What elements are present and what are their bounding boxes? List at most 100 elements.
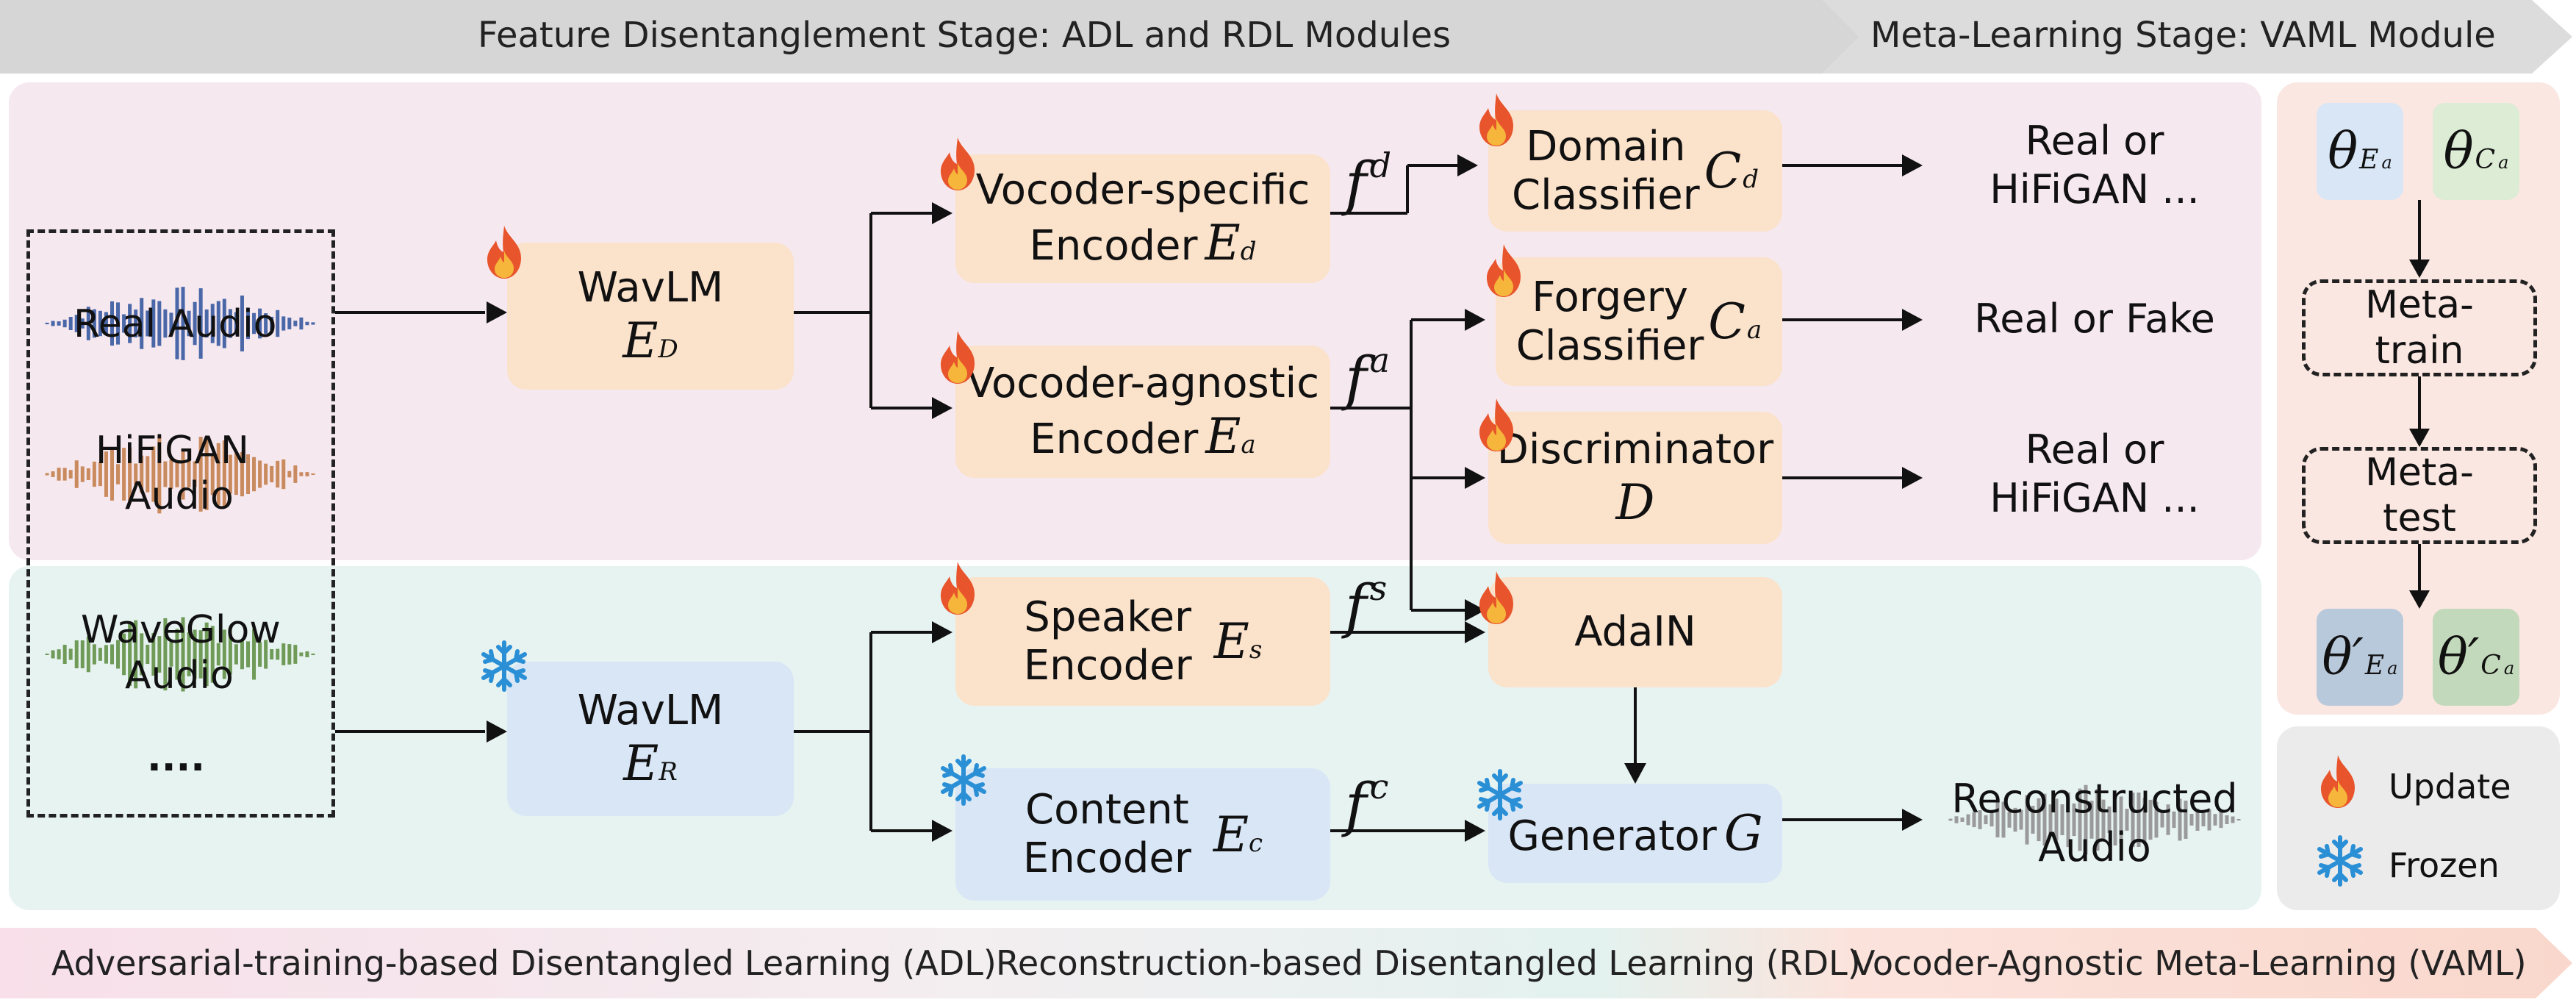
flame-icon (941, 562, 975, 615)
generator-label: Generator (1507, 812, 1717, 860)
waveglow-audio-label-1: WaveGlow (81, 608, 281, 652)
discriminator-symbol: D (1615, 473, 1655, 531)
feature-fc-base: f (1345, 770, 1367, 839)
domain-classifier-line1: Domain (1526, 122, 1686, 171)
meta-test-line2: test (2383, 496, 2456, 540)
forgery-classifier-line2: Classifier (1515, 321, 1704, 370)
wavlm-er-symbol: E (623, 734, 659, 792)
footer-rdl-label: Reconstruction-based Disentangled Learni… (996, 943, 1861, 983)
encoder-a-line2: Encoder (1030, 415, 1199, 463)
meta-train-line1: Meta- (2365, 283, 2474, 327)
domain-classifier-subscript: d (1743, 165, 1759, 194)
domain-classifier-symbol: C (1704, 143, 1742, 199)
forgery-output: Real or Fake (1974, 296, 2215, 342)
flame-icon (1479, 93, 1513, 146)
forgery-classifier-symbol: C (1708, 293, 1746, 350)
header-band (0, 0, 2572, 74)
flame-icon (487, 226, 521, 279)
flame-icon (941, 331, 975, 384)
forgery-classifier-line1: Forgery (1532, 273, 1688, 321)
encoder-c-subscript: c (1249, 828, 1263, 858)
domain-output-line2: HiFiGAN ... (1990, 166, 2200, 212)
more-inputs-label: .... (147, 736, 206, 780)
generator-symbol: G (1723, 805, 1763, 862)
encoder-d-line1: Vocoder-specific (975, 166, 1310, 214)
theta-ca-symbol: θ (2443, 122, 2474, 181)
theta-ca-subsub: a (2498, 151, 2509, 173)
wavlm-er-subscript: R (659, 757, 678, 787)
legend-panel (2277, 726, 2560, 910)
flame-icon (941, 137, 975, 190)
theta-ea-prime-symbol: θ′ (2322, 628, 2364, 687)
footer-band (0, 928, 2572, 998)
recon-output-line2: Audio (2038, 824, 2151, 870)
meta-test-box: Meta- test (2302, 447, 2537, 544)
hifigan-audio-label-2: Audio (125, 474, 234, 518)
flame-icon (2321, 755, 2355, 808)
encoder-c-line1: Content (1025, 786, 1189, 834)
theta-ca-prime-subscript: C (2480, 650, 2501, 681)
wavlm-ed-name: WavLM (577, 263, 724, 312)
input-audio-group (26, 229, 335, 818)
header-stage1-label: Feature Disentanglement Stage: ADL and R… (478, 15, 1452, 56)
snowflake-icon (1477, 769, 1523, 820)
theta-ca-prime-subsub: a (2503, 657, 2515, 679)
domain-classifier-line2: Classifier (1512, 171, 1700, 219)
encoder-c-symbol: E (1213, 806, 1249, 863)
feature-fa-label: fa (1345, 331, 1390, 408)
encoder-d-line2: Encoder (1029, 222, 1198, 270)
domain-output-line1: Real or (2025, 118, 2164, 164)
flame-icon (1479, 398, 1513, 451)
encoder-d-symbol: E (1205, 215, 1241, 271)
discriminator-box: Discriminator D (1488, 412, 1782, 544)
wavlm-ed-subscript: D (658, 334, 678, 364)
feature-fd-label: fd (1345, 136, 1391, 213)
encoder-s-line2: Encoder (1023, 641, 1192, 690)
forgery-classifier-subscript: a (1746, 315, 1762, 345)
hifigan-audio-waveform (45, 434, 315, 514)
recon-output-line1: Reconstructed (1951, 776, 2238, 822)
theta-ea-subsub: a (2381, 151, 2392, 173)
disc-output-line1: Real or (2025, 426, 2164, 473)
theta-ea-prime-subscript: E (2364, 650, 2385, 681)
encoder-a-subscript: a (1241, 429, 1256, 459)
real-audio-label: Real Audio (73, 302, 277, 346)
legend-frozen-label: Frozen (2389, 845, 2500, 885)
feature-fd-sup: d (1369, 146, 1392, 185)
encoder-s-subscript: s (1249, 635, 1263, 665)
meta-train-box: Meta- train (2302, 279, 2537, 376)
encoder-s-symbol: E (1213, 613, 1249, 670)
meta-train-line2: train (2375, 329, 2464, 373)
encoder-a-line1: Vocoder-agnostic (966, 359, 1320, 407)
flame-icon (1479, 571, 1513, 624)
header-stage2-label: Meta-Learning Stage: VAML Module (1870, 15, 2496, 56)
footer-adl-label: Adversarial-training-based Disentangled … (51, 943, 997, 983)
footer-vaml-label: Vocoder-Agnostic Meta-Learning (VAML) (1852, 943, 2527, 983)
feature-fd-base: f (1345, 149, 1367, 218)
adain-box: AdaIN (1488, 577, 1782, 687)
theta-ea-subscript: E (2359, 144, 2379, 175)
feature-fs-sup: s (1369, 568, 1388, 608)
theta-ca-subscript: C (2475, 144, 2496, 175)
feature-fc-sup: c (1369, 767, 1389, 806)
waveglow-audio-label-2: Audio (125, 654, 234, 698)
encoder-c-line2: Encoder (1022, 834, 1191, 882)
snowflake-icon (941, 754, 986, 806)
theta-ea-symbol: θ (2328, 122, 2358, 181)
reconstructed-audio-waveform (1948, 784, 2241, 855)
wavlm-ed-symbol: E (623, 312, 659, 369)
disc-output-line2: HiFiGAN ... (1990, 475, 2200, 521)
discriminator-label: Discriminator (1496, 425, 1774, 473)
